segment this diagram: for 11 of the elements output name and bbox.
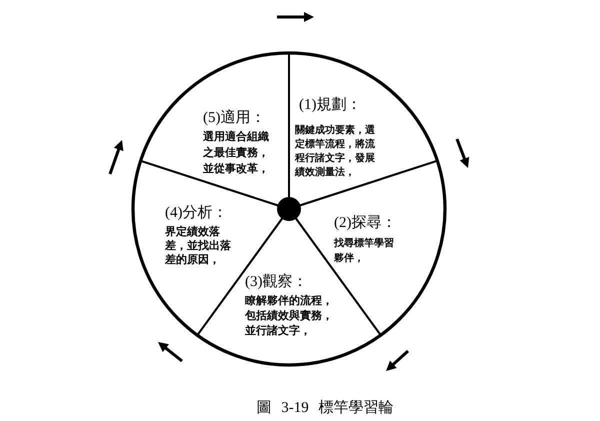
segment-text: 瞭解夥伴的流程，包括績效與實務，並行諸文字， — [245, 293, 334, 338]
segment-heading: (1)規劃： — [299, 97, 362, 114]
segment-heading: (3)觀察： — [245, 274, 308, 291]
segment-text: 選用適合組織之最佳實務，並從事改革， — [203, 129, 270, 177]
figure-caption: 圖 3-19 標竿學習輪 — [256, 399, 394, 417]
segment-heading: (4)分析： — [165, 205, 228, 222]
segment-text: 找尋標竿學習夥伴， — [334, 236, 395, 266]
segment-heading: (5)適用： — [203, 110, 266, 127]
segment-heading: (2)探尋： — [334, 215, 396, 232]
segment-text: 界定績效落差，並找出落差的原因， — [165, 225, 232, 267]
segment-text: 關鍵成功要素，選定標竿流程，將流程行諸文字，發展績效測量法， — [295, 124, 376, 180]
